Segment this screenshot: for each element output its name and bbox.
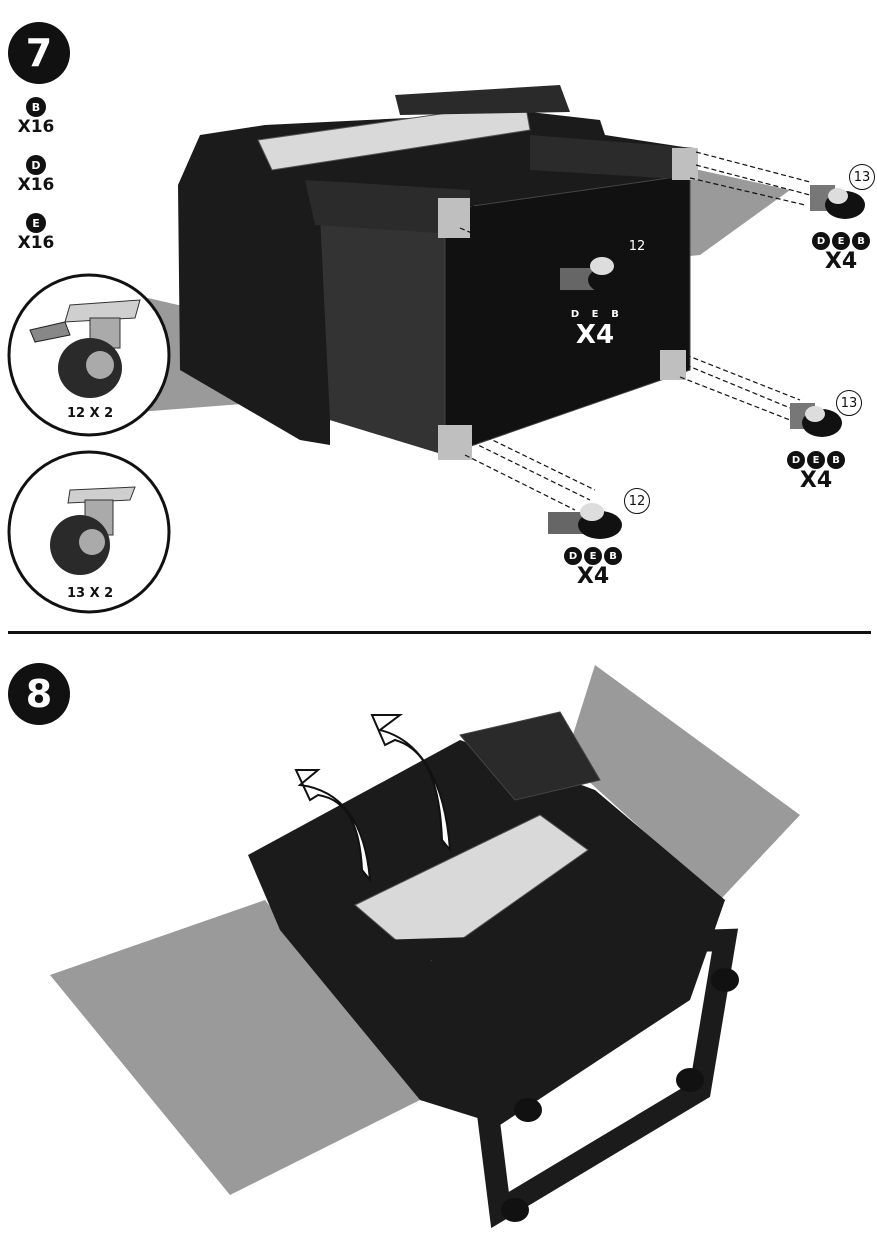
step7-machine-lid <box>257 101 531 171</box>
callout-12-lower: D E B X4 <box>553 547 633 589</box>
part-e-icon: E <box>26 213 46 233</box>
part-b-icon: B <box>852 232 870 250</box>
callout-13-upper-parts: D E B <box>801 232 877 250</box>
step7-leg-socket-right <box>660 350 686 380</box>
callout-12-lower-parts: D E B <box>553 547 633 565</box>
step7-leg-socket-front <box>438 425 472 460</box>
part-d-icon: D <box>564 547 582 565</box>
step8-machine-body <box>248 740 725 1125</box>
part-b-count: B X16 <box>14 97 58 136</box>
callout-13-upper: D E B X4 <box>801 232 877 274</box>
step-8-badge: 8 <box>8 663 70 725</box>
step8-lift-arrows <box>294 714 452 884</box>
part-d-icon: D <box>26 155 46 175</box>
callout-12-upper: D E B X4 <box>555 305 635 350</box>
step-7-badge: 7 <box>8 22 70 84</box>
callout-12-upper-number: 12 <box>624 233 650 259</box>
step8-control-unit <box>459 711 601 801</box>
part-e-icon: E <box>591 308 599 320</box>
part-e-icon: E <box>584 547 602 565</box>
step7-guide-lines <box>459 151 811 511</box>
part-e-qty: X16 <box>17 233 55 253</box>
part-d-icon: D <box>570 308 580 320</box>
part-b-icon: B <box>827 451 845 469</box>
step7-frame-arm-right <box>530 135 695 180</box>
step7-frame-arm-left <box>305 180 470 235</box>
step7-caster-13-upper <box>810 185 865 219</box>
callout-12-upper-parts: D E B <box>555 305 635 323</box>
part-b-qty: X16 <box>17 117 55 137</box>
part-b-icon: B <box>604 547 622 565</box>
part-d-icon: D <box>812 232 830 250</box>
callout-13-lower-parts: D E B <box>776 451 856 469</box>
step7-control-unit <box>395 85 570 115</box>
swivel-caster-label: 13 X 2 <box>67 586 114 601</box>
step7-arm-socket-right <box>672 148 698 180</box>
part-e-count: E X16 <box>14 213 58 252</box>
step8-stand-frame <box>389 928 739 1229</box>
step7-arm-socket-left <box>438 198 470 238</box>
callout-12-lower-number: 12 <box>624 488 650 514</box>
callout-12-upper-qty: X4 <box>575 320 615 350</box>
part-d-icon: D <box>787 451 805 469</box>
step8-casters <box>501 968 739 1222</box>
callout-12-lower-qty: X4 <box>576 564 610 589</box>
swivel-caster-illustration <box>50 486 136 575</box>
step7-caster-12-upper <box>560 257 632 294</box>
part-d-qty: X16 <box>17 175 55 195</box>
callout-13-upper-qty: X4 <box>824 249 858 274</box>
callout-13-lower-qty: X4 <box>799 468 833 493</box>
step7-caster-13-lower <box>790 403 842 437</box>
callout-13-upper-number: 13 <box>849 164 875 190</box>
step-divider <box>8 631 871 634</box>
step7-frame-side <box>320 210 445 455</box>
step8-right-panel <box>565 665 800 900</box>
part-b-icon: B <box>611 308 619 320</box>
locking-caster-illustration <box>29 299 141 398</box>
locking-caster-label: 12 X 2 <box>67 406 114 421</box>
step7-caster-12-lower <box>548 503 622 539</box>
part-b-icon: B <box>26 97 46 117</box>
part-e-icon: E <box>832 232 850 250</box>
callout-13-lower-number: 13 <box>836 390 862 416</box>
step8-left-panel <box>50 900 420 1195</box>
part-d-count: D X16 <box>14 155 58 194</box>
part-e-icon: E <box>807 451 825 469</box>
callout-13-lower: D E B X4 <box>776 451 856 493</box>
